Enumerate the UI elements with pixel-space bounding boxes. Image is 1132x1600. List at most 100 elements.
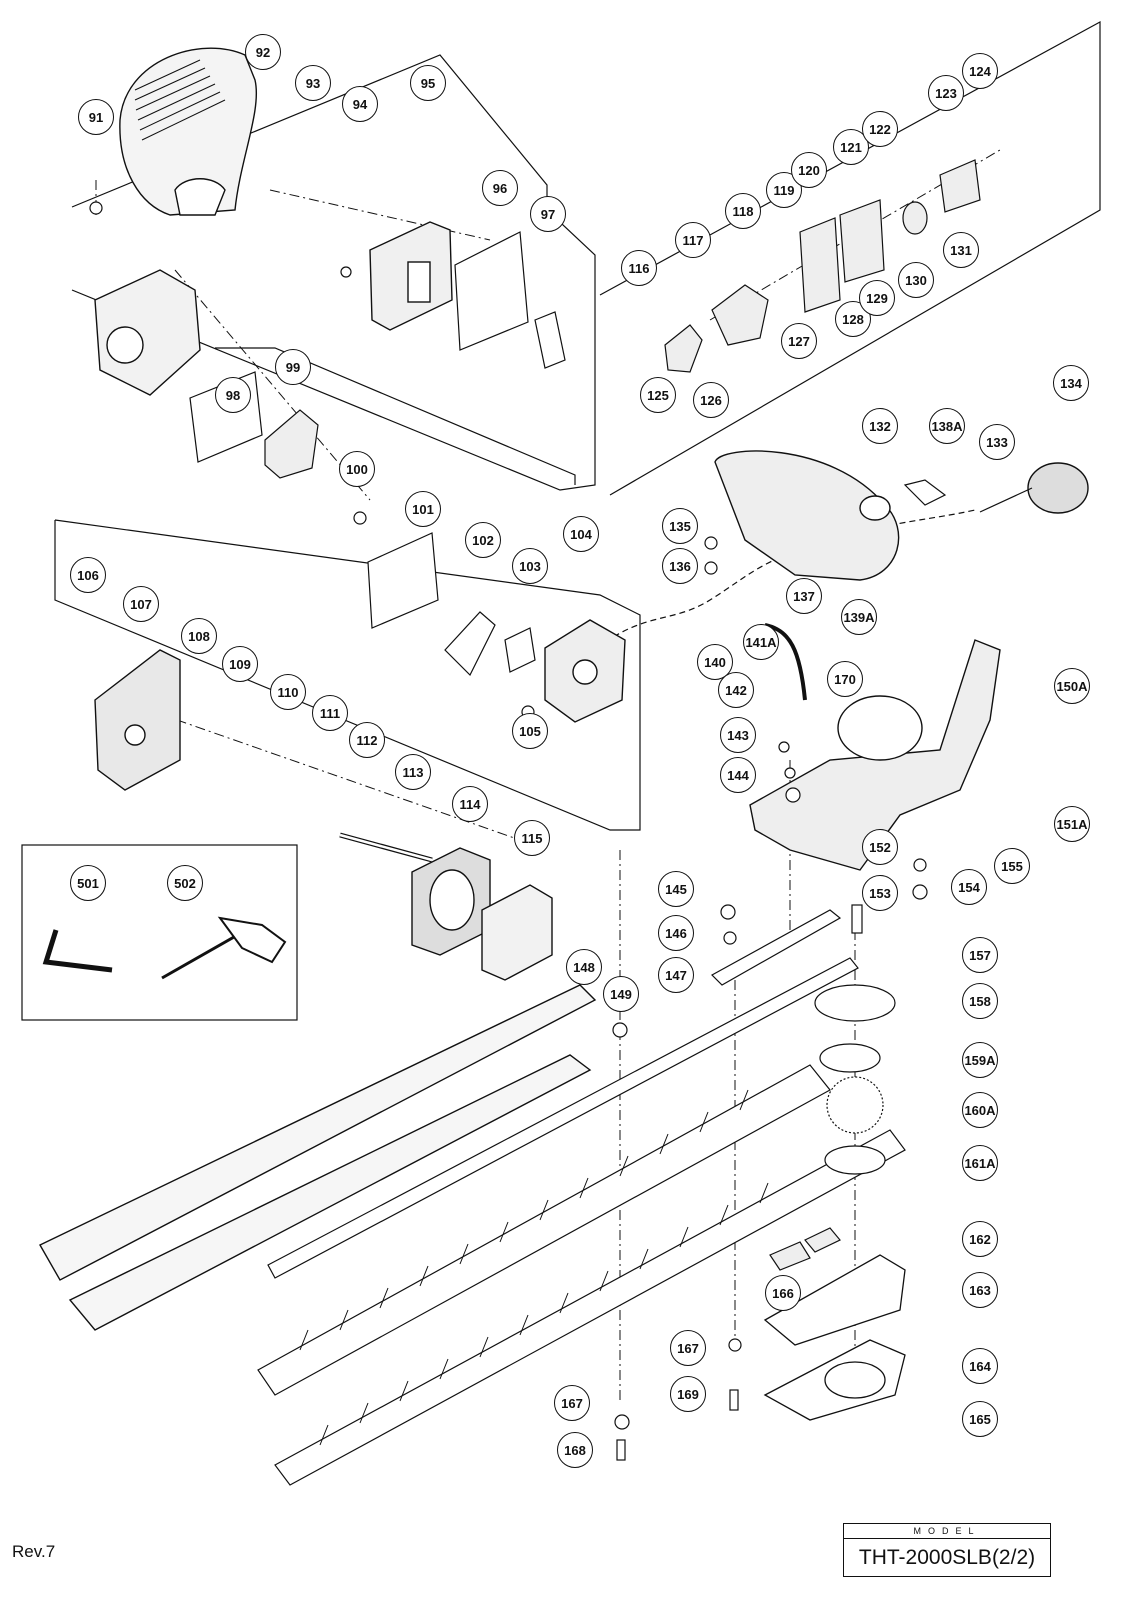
cutter-blades [257,1064,906,1486]
callout-101: 101 [405,491,441,527]
callout-106: 106 [70,557,106,593]
callout-124: 124 [962,53,998,89]
callout-151A: 151A [1054,806,1090,842]
callout-100: 100 [339,451,375,487]
gear-case [749,639,1001,871]
callout-132: 132 [862,408,898,444]
callout-138A: 138A [929,408,965,444]
plug-wrench [161,916,287,980]
callout-135: 135 [662,508,698,544]
callout-154: 154 [951,869,987,905]
callout-110: 110 [270,674,306,710]
callout-155: 155 [994,848,1030,884]
callout-122: 122 [862,111,898,147]
callout-127: 127 [781,323,817,359]
callout-125: 125 [640,377,676,413]
callout-137: 137 [786,578,822,614]
callout-94: 94 [342,86,378,122]
callout-167-upper: 167 [670,1330,706,1366]
tools-box [21,844,298,1021]
callout-501: 501 [70,865,106,901]
revision-label: Rev.7 [12,1542,56,1561]
callout-107: 107 [123,586,159,622]
callout-161A: 161A [962,1145,998,1181]
bolt-113 [339,832,433,863]
callout-162: 162 [962,1221,998,1257]
muffler [369,221,453,331]
callout-93: 93 [295,65,331,101]
guide-bar [267,957,859,1279]
model-caption: MODEL [844,1524,1050,1539]
blade-plate [711,909,842,986]
carburetor-detail-parts [664,159,981,373]
callout-165: 165 [962,1401,998,1437]
callout-139A: 139A [841,599,877,635]
gear-cover [763,1254,906,1421]
callout-159A: 159A [962,1042,998,1078]
callout-158: 158 [962,983,998,1019]
carburetor-gasket [367,532,439,629]
hex-wrench [42,929,113,973]
callout-168: 168 [557,1432,593,1468]
callout-123: 123 [928,75,964,111]
callout-129: 129 [859,280,895,316]
model-title-block: MODEL THT-2000SLB(2/2) [843,1523,1051,1577]
callout-120: 120 [791,152,827,188]
callout-166: 166 [765,1275,801,1311]
callout-104: 104 [563,516,599,552]
callout-144: 144 [720,757,756,793]
callout-112: 112 [349,722,385,758]
carburetor [544,619,626,723]
model-number: THT-2000SLB(2/2) [858,1546,1036,1569]
slider-166 [769,1241,811,1271]
callout-164: 164 [962,1348,998,1384]
callout-502: 502 [167,865,203,901]
callout-131: 131 [943,232,979,268]
callout-163: 163 [962,1272,998,1308]
callout-99: 99 [275,349,311,385]
cylinder [94,269,201,396]
callout-160A: 160A [962,1092,998,1128]
callout-170: 170 [827,661,863,697]
callout-91: 91 [78,99,114,135]
muffler-gaskets [454,231,566,369]
callout-119: 119 [766,172,802,208]
crank-parts [814,984,896,1175]
blade-cover [39,984,597,1331]
air-cleaner-case [94,649,181,791]
callout-103: 103 [512,548,548,584]
callout-97: 97 [530,196,566,232]
callout-126: 126 [693,382,729,418]
callout-136: 136 [662,548,698,584]
callout-102: 102 [465,522,501,558]
callout-141A: 141A [743,624,779,660]
engine-cover [119,47,257,216]
callout-152: 152 [862,829,898,865]
callout-130: 130 [898,262,934,298]
callout-157: 157 [962,937,998,973]
insulator [264,409,319,479]
slider-162 [804,1227,841,1253]
callout-145: 145 [658,871,694,907]
callout-117: 117 [675,222,711,258]
callout-116: 116 [621,250,657,286]
callout-113: 113 [395,754,431,790]
callout-98: 98 [215,377,251,413]
callout-114: 114 [452,786,488,822]
callout-150A: 150A [1054,668,1090,704]
callout-133: 133 [979,424,1015,460]
callout-134: 134 [1053,365,1089,401]
callout-96: 96 [482,170,518,206]
fuel-tank [714,450,900,581]
callout-111: 111 [312,695,348,731]
callout-147: 147 [658,957,694,993]
fuel-line [589,509,976,656]
callout-142: 142 [718,672,754,708]
callout-167-lower: 167 [554,1385,590,1421]
callout-92: 92 [245,34,281,70]
callout-108: 108 [181,618,217,654]
tank-cap [979,462,1089,514]
callout-109: 109 [222,646,258,682]
